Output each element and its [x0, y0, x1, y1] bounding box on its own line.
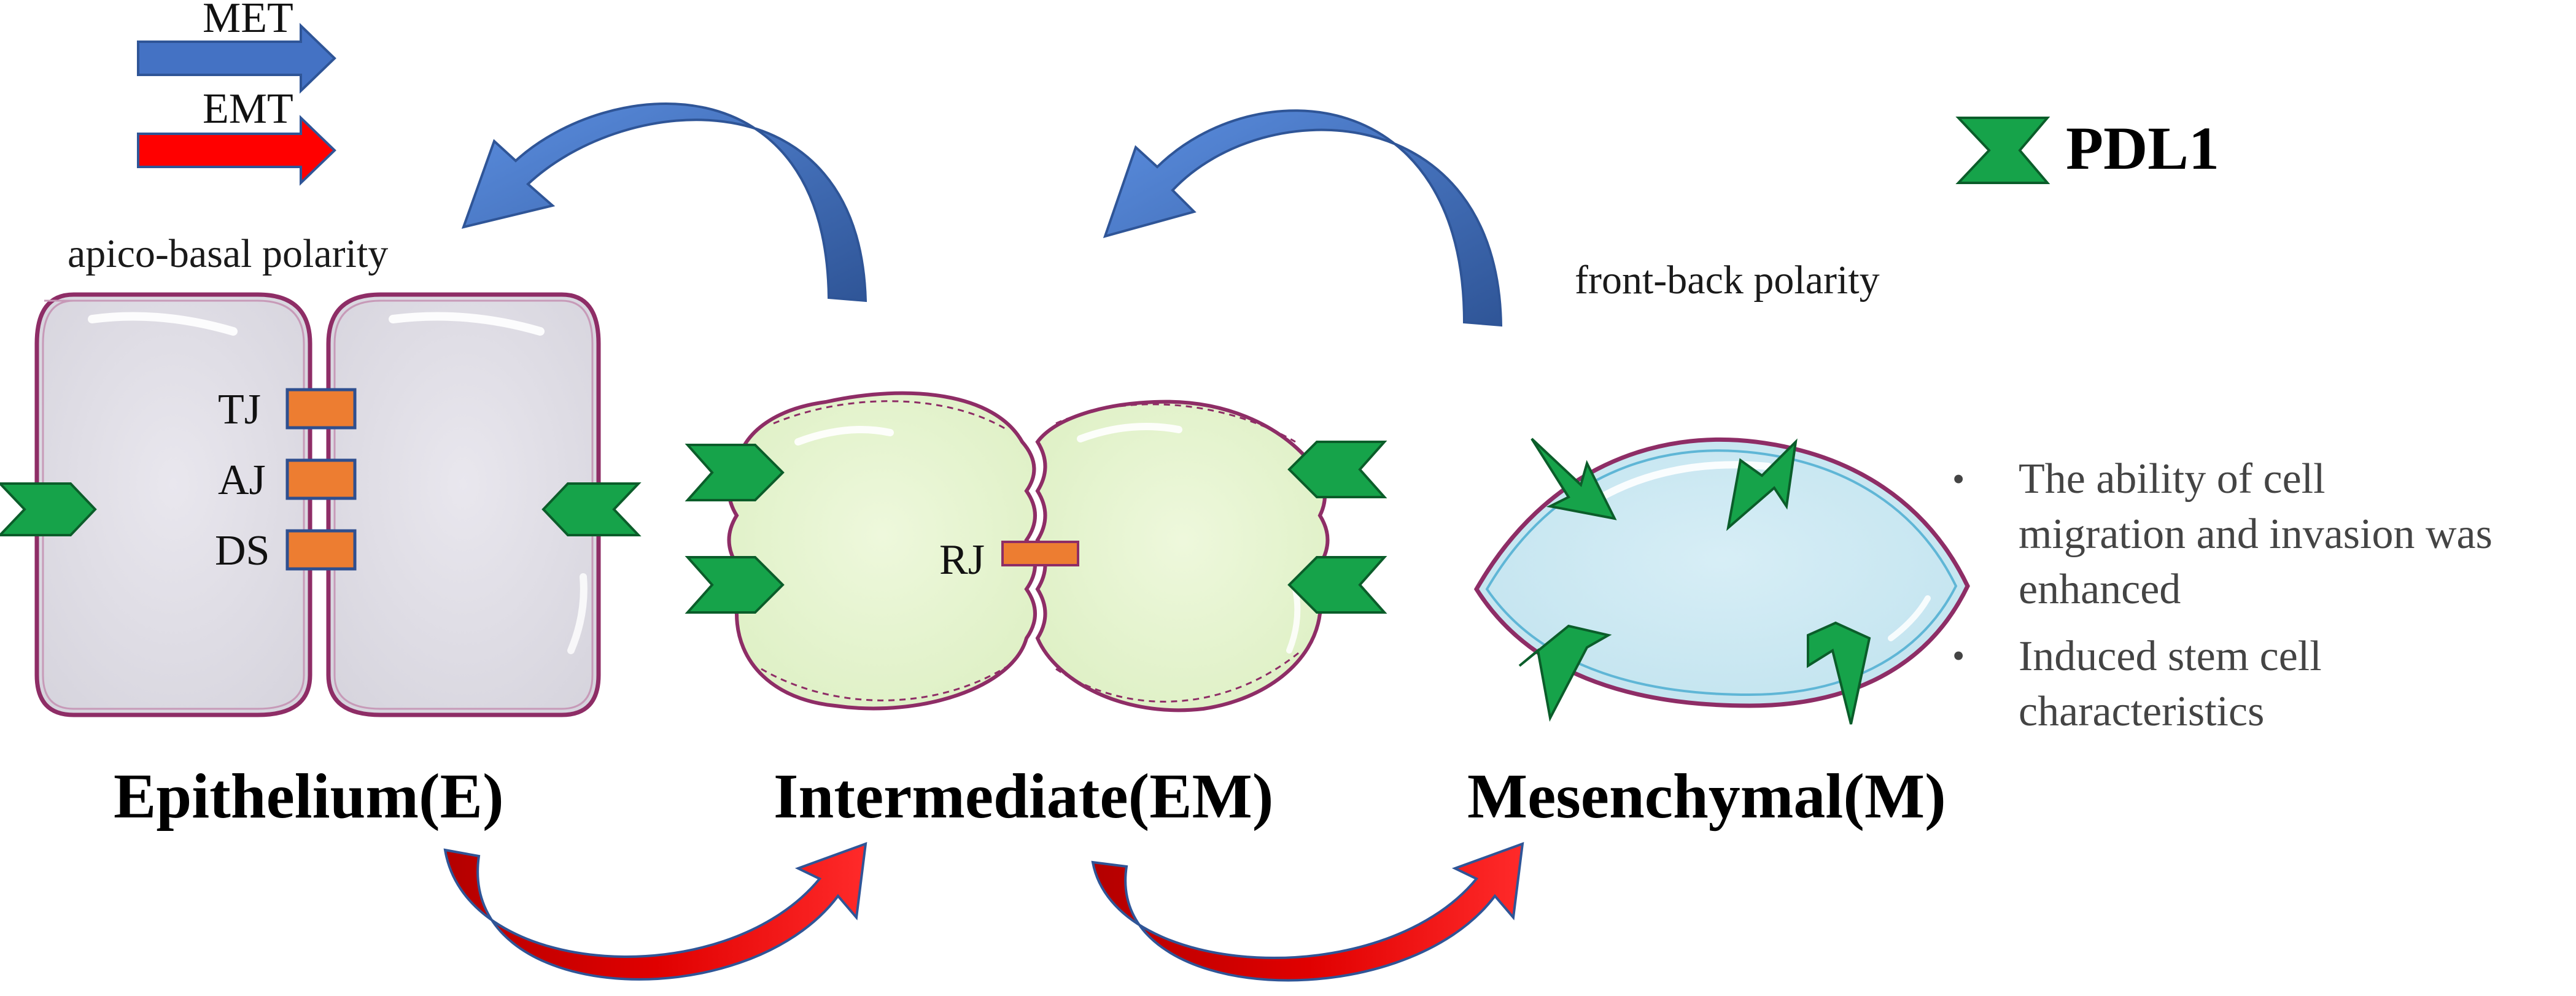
pdl1-icon	[1530, 438, 1617, 520]
pdl1-icon	[541, 482, 642, 536]
pdl1-icon	[685, 556, 785, 614]
mesenchymal-title: Mesenchymal(M)	[1467, 761, 1946, 832]
pdl1-icon	[685, 444, 785, 501]
epithelium-cells: TJ AJ DS	[0, 292, 642, 717]
met-curved-arrow-em-to-e	[461, 102, 867, 303]
notes-list: • The ability of cell migration and inva…	[1952, 455, 2493, 735]
met-arrow	[137, 23, 336, 94]
emt-curved-arrow-e-to-em	[443, 842, 867, 981]
note2-line2: characteristics	[2019, 688, 2264, 735]
bullet-marker: •	[1952, 636, 1965, 676]
met-label: MET	[203, 0, 293, 42]
pdl1-icon	[1955, 117, 2050, 184]
desmosome-junction	[285, 529, 357, 571]
adherens-junction	[285, 458, 357, 500]
bullet-marker: •	[1952, 459, 1965, 499]
pdl1-icon	[1287, 556, 1387, 614]
mesenchymal-cell-group	[1473, 437, 1970, 725]
legend: MET EMT PDL1	[137, 0, 2219, 186]
note1-line3: enhanced	[2019, 566, 2181, 613]
apico-basal-polarity-label: apico-basal polarity	[68, 231, 388, 276]
emt-label: EMT	[203, 85, 293, 133]
rj-label: RJ	[939, 536, 985, 584]
ds-label: DS	[215, 527, 270, 574]
pdl1-icon	[1726, 438, 1798, 531]
rj-junction	[1001, 541, 1079, 566]
pdl1-icon	[0, 482, 97, 536]
intermediate-title: Intermediate(EM)	[774, 761, 1273, 832]
pdl1-label: PDL1	[2066, 114, 2219, 182]
aj-label: AJ	[218, 457, 266, 504]
intermediate-cell-right	[1035, 400, 1330, 712]
epithelium-cell-left	[34, 292, 312, 717]
emt-arrow	[137, 115, 336, 186]
front-back-polarity-label: front-back polarity	[1575, 258, 1880, 303]
pdl1-icon	[1807, 621, 1871, 725]
intermediate-cells: RJ	[685, 391, 1387, 712]
pdl1-icon	[1518, 624, 1612, 722]
emt-curved-arrow-em-to-m	[1091, 842, 1524, 982]
met-curved-arrow-m-to-em	[1103, 109, 1503, 327]
note2-line1: Induced stem cell	[2019, 633, 2322, 680]
note1-line1: The ability of cell	[2019, 455, 2326, 503]
tight-junction	[285, 388, 357, 430]
tj-label: TJ	[218, 386, 261, 433]
intermediate-cell-left	[727, 391, 1037, 711]
pdl1-icon	[1287, 441, 1387, 498]
note1-line2: migration and invasion was	[2019, 511, 2493, 558]
epithelium-cell-right	[326, 292, 601, 717]
epithelium-title: Epithelium(E)	[114, 761, 504, 832]
